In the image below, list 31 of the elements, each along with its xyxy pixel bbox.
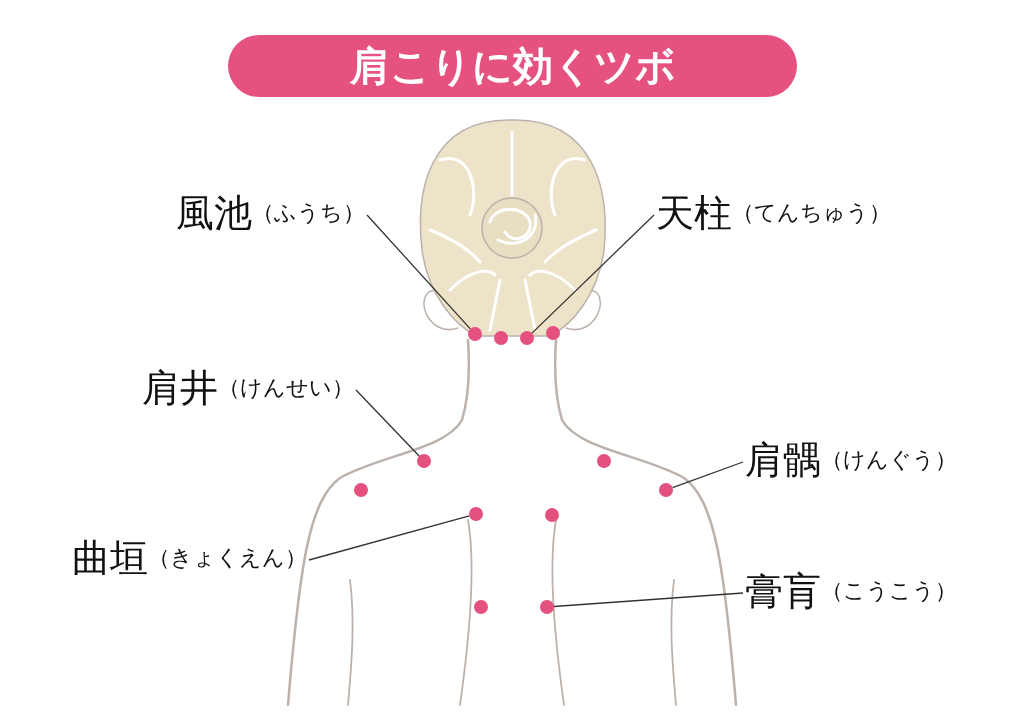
acupoint-name: 天柱	[656, 190, 732, 236]
acupoint-dot	[468, 327, 482, 341]
acupoint-dot	[597, 454, 611, 468]
acupoint-name: 曲垣	[72, 535, 148, 581]
acupoint-reading: （てんちゅう）	[732, 199, 891, 227]
acupoint-name: 肩髃	[745, 437, 821, 483]
acupoint-dot	[545, 508, 559, 522]
leader-line	[553, 592, 744, 608]
acupoint-reading: （こうこう）	[821, 577, 957, 605]
acupoint-dot	[659, 483, 673, 497]
acupoint-reading: （けんぐう）	[821, 446, 957, 474]
acupoint-reading: （ふうち）	[252, 199, 365, 227]
acupoint-reading: （きょくえん）	[148, 544, 307, 572]
acupoint-dot	[494, 331, 508, 345]
acupoint-reading: （けんせい）	[218, 374, 354, 402]
acupoint-name: 膏肓	[745, 568, 821, 614]
acupoint-dot	[469, 507, 483, 521]
acupoint-dot	[540, 600, 554, 614]
leader-line	[366, 214, 471, 330]
acupoint-dot	[417, 454, 431, 468]
leader-line	[671, 461, 744, 489]
leader-line	[531, 214, 655, 334]
leader-line	[308, 515, 470, 561]
acupoint-dot	[474, 600, 488, 614]
acupoint-name: 肩井	[142, 365, 218, 411]
acupoint-dot	[354, 483, 368, 497]
acupoint-name: 風池	[176, 190, 252, 236]
leader-line	[355, 389, 420, 457]
title-banner: 肩こりに効くツボ	[228, 35, 797, 97]
acupoint-dot	[546, 326, 560, 340]
acupoint-dot	[520, 331, 534, 345]
